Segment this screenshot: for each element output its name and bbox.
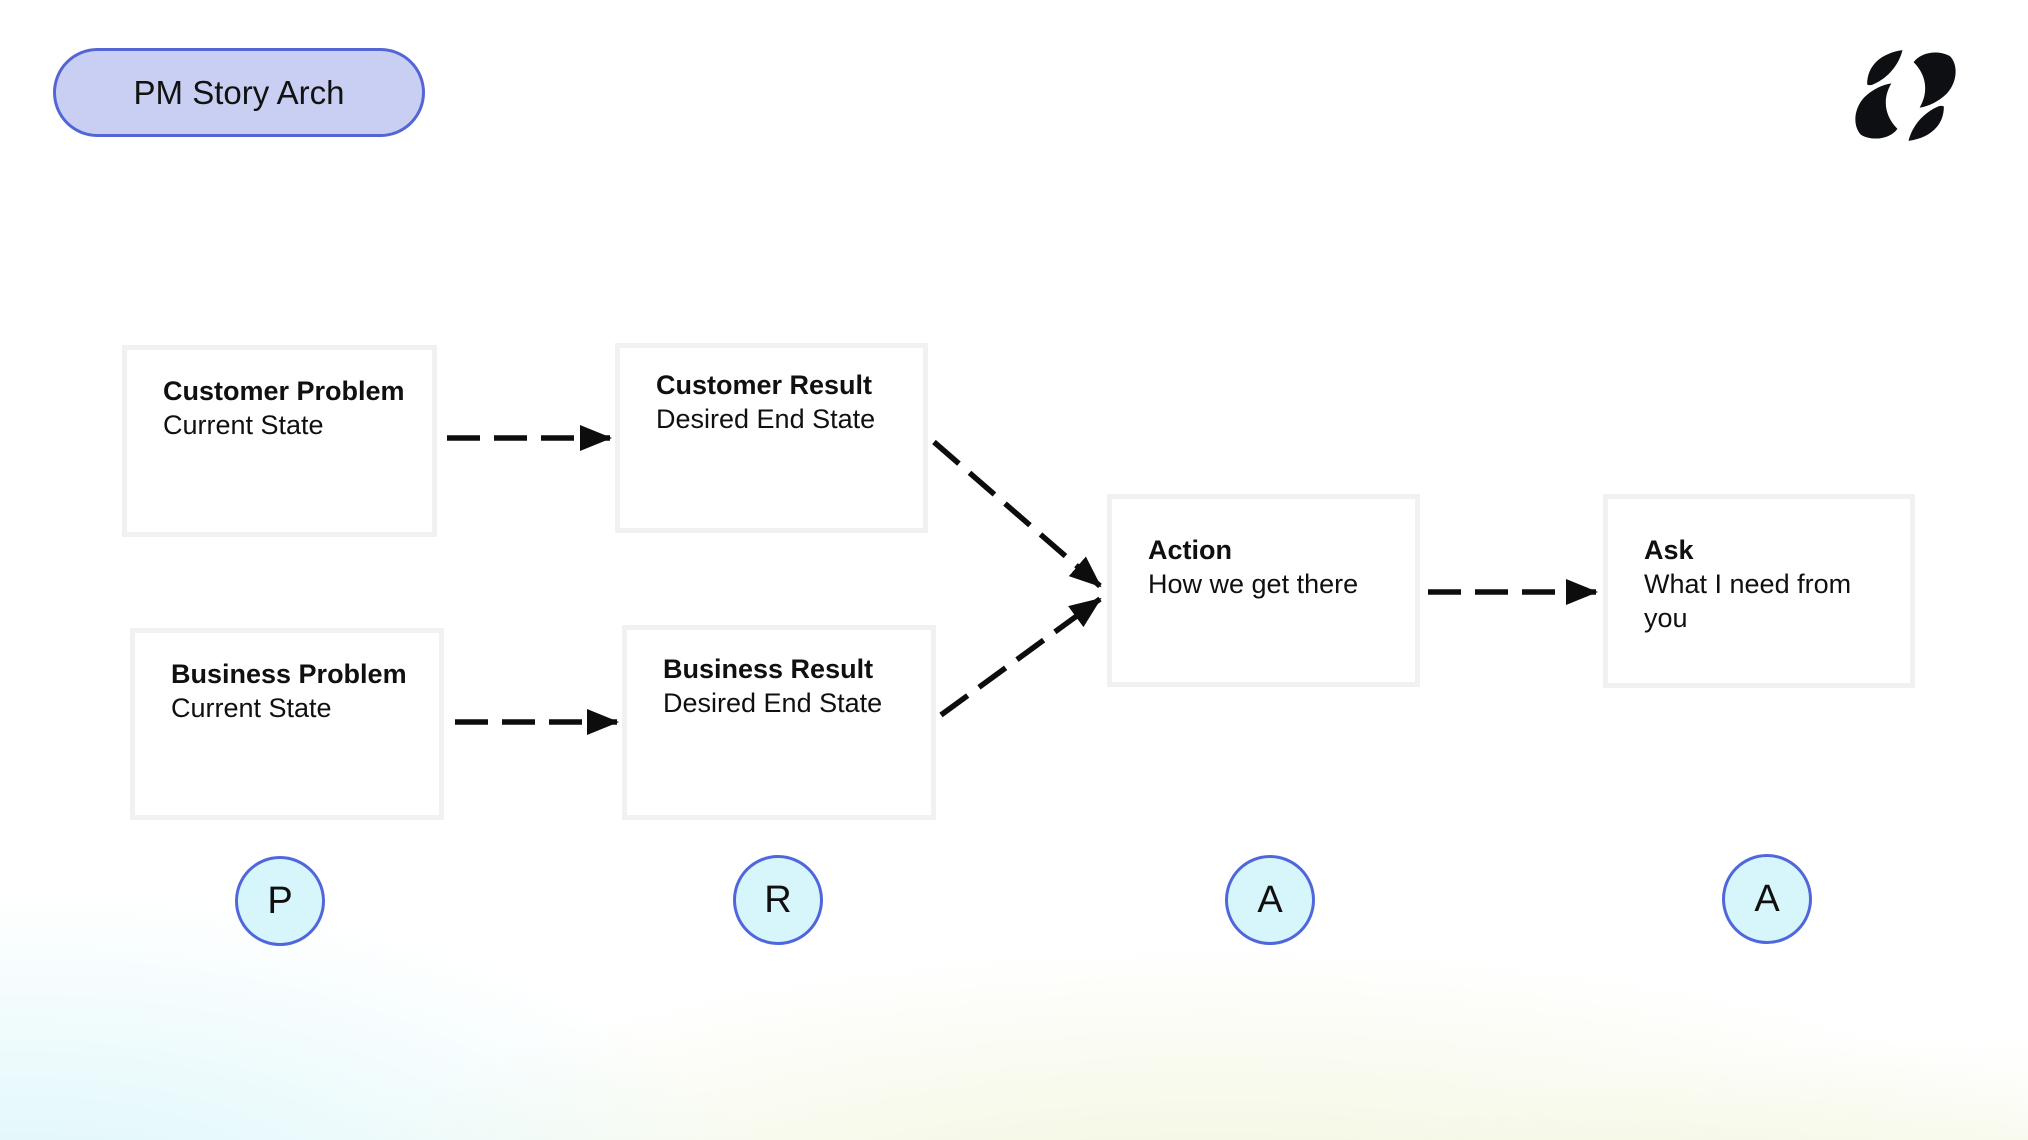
node-title: Ask (1644, 535, 1694, 565)
node-subtitle: How we get there (1148, 569, 1359, 600)
title-badge[interactable]: PM Story Arch (53, 48, 425, 137)
node-customer-result[interactable]: Customer Result Desired End State (615, 343, 928, 533)
sequence-marker-a1[interactable]: A (1225, 855, 1315, 945)
node-title: Action (1148, 535, 1232, 565)
arrow-business-result-to-action (939, 596, 1102, 718)
node-title: Customer Problem (163, 376, 405, 406)
node-title: Customer Result (656, 370, 873, 400)
node-subtitle: Desired End State (656, 404, 876, 435)
node-title: Business Result (663, 654, 874, 684)
marker-letter: A (1257, 878, 1283, 921)
node-ask[interactable]: Ask What I need from you (1603, 494, 1915, 688)
node-subtitle: Desired End State (663, 688, 883, 719)
node-title: Business Problem (171, 659, 407, 689)
node-business-result[interactable]: Business Result Desired End State (622, 625, 936, 820)
node-subtitle: Current State (171, 693, 332, 724)
marker-letter: R (764, 878, 792, 921)
node-customer-problem[interactable]: Customer Problem Current State (122, 345, 437, 537)
marker-letter: P (267, 879, 293, 922)
marker-letter: A (1754, 877, 1780, 920)
sequence-marker-a2[interactable]: A (1722, 854, 1812, 944)
arrow-customer-result-to-action (932, 439, 1102, 589)
node-subtitle: Current State (163, 410, 324, 441)
sequence-marker-r[interactable]: R (733, 855, 823, 945)
title-badge-label: PM Story Arch (133, 73, 345, 111)
node-business-problem[interactable]: Business Problem Current State (130, 628, 444, 820)
node-action[interactable]: Action How we get there (1107, 494, 1420, 687)
brand-logo-icon (1855, 50, 1956, 141)
node-subtitle: What I need from you (1644, 569, 1852, 634)
sequence-marker-p[interactable]: P (235, 856, 325, 946)
